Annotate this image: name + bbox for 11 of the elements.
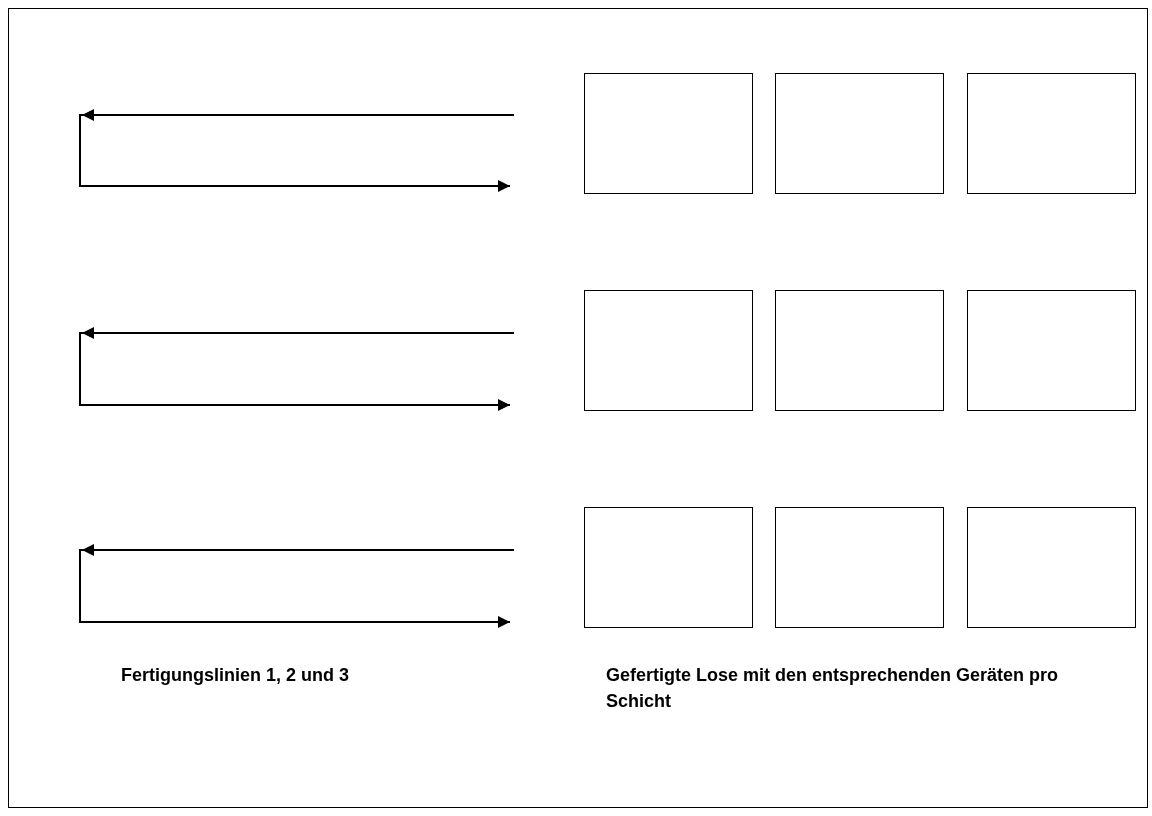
empty-box [967, 73, 1136, 194]
empty-box [584, 507, 753, 628]
empty-box [775, 290, 944, 411]
empty-box [584, 73, 753, 194]
caption-text: Gefertigte Lose mit den entsprechenden Geräten pro Schicht [606, 664, 1060, 713]
empty-box [967, 507, 1136, 628]
caption-text: Fertigungslinien 1, 2 und 3 [121, 664, 351, 687]
empty-box [967, 290, 1136, 411]
empty-box [775, 73, 944, 194]
empty-box [584, 290, 753, 411]
empty-box [775, 507, 944, 628]
